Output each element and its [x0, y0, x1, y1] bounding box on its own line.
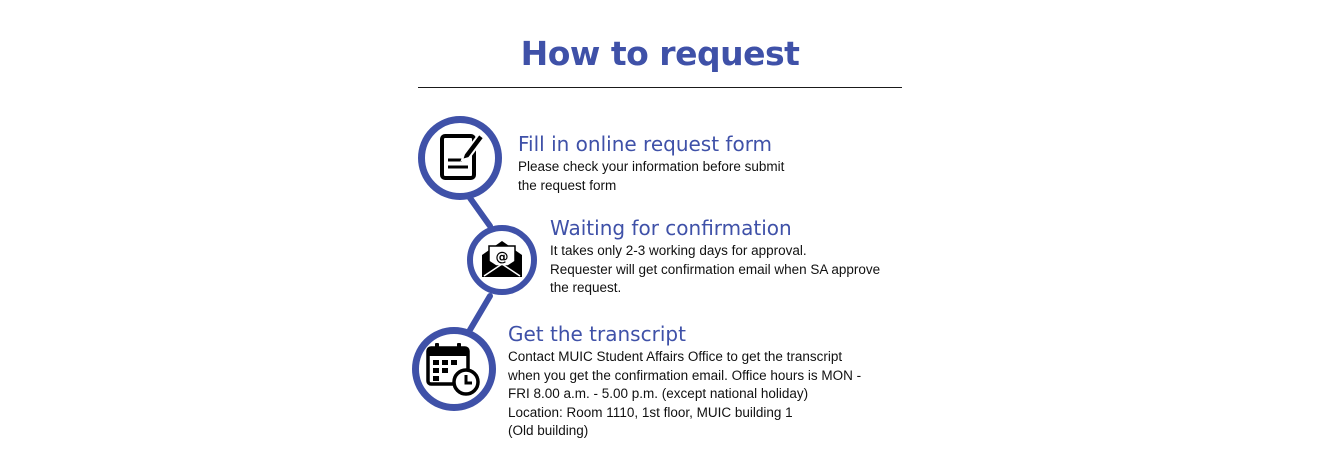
- step-1-icon-circle: [418, 116, 502, 200]
- step-3: Get the transcript Contact MUIC Student …: [508, 322, 861, 441]
- step-1-description: Please check your information before sub…: [518, 158, 784, 195]
- page-title: How to request: [520, 34, 800, 73]
- step-3-icon-circle: [412, 327, 496, 411]
- step-3-line-1: Contact MUIC Student Affairs Office to g…: [508, 349, 843, 364]
- step-1: Fill in online request form Please check…: [518, 132, 784, 195]
- step-3-description: Contact MUIC Student Affairs Office to g…: [508, 348, 861, 441]
- connector-line-1-2: [467, 195, 493, 229]
- step-2: Waiting for confirmation It takes only 2…: [550, 216, 880, 298]
- step-2-icon-circle: @: [467, 225, 537, 295]
- svg-text:@: @: [496, 250, 509, 265]
- step-2-line-3: the request.: [550, 280, 622, 295]
- title-divider: [418, 87, 902, 88]
- envelope-at-icon: @: [482, 241, 522, 277]
- step-1-title: Fill in online request form: [518, 132, 773, 156]
- step-3-line-4: Location: Room 1110, 1st floor, MUIC bui…: [508, 404, 793, 420]
- step-1-line-1: Please check your information before sub…: [518, 159, 785, 174]
- calendar-clock-icon: [426, 343, 480, 396]
- step-3-line-5: (Old building): [508, 423, 589, 438]
- step-3-line-3: FRI 8.00 a.m. - 5.00 p.m. (except nation…: [508, 386, 809, 401]
- step-2-line-1: It takes only 2-3 working days for appro…: [550, 243, 807, 258]
- step-2-description: It takes only 2-3 working days for appro…: [550, 242, 880, 298]
- step-2-line-2: Requester will get confirmation email wh…: [550, 261, 881, 277]
- pencil-paper-icon: [440, 132, 486, 180]
- step-1-line-2: the request form: [518, 177, 617, 193]
- step-2-title: Waiting for confirmation: [550, 216, 792, 240]
- step-3-title: Get the transcript: [508, 322, 686, 346]
- step-3-line-2: when you get the confirmation email. Off…: [508, 367, 862, 383]
